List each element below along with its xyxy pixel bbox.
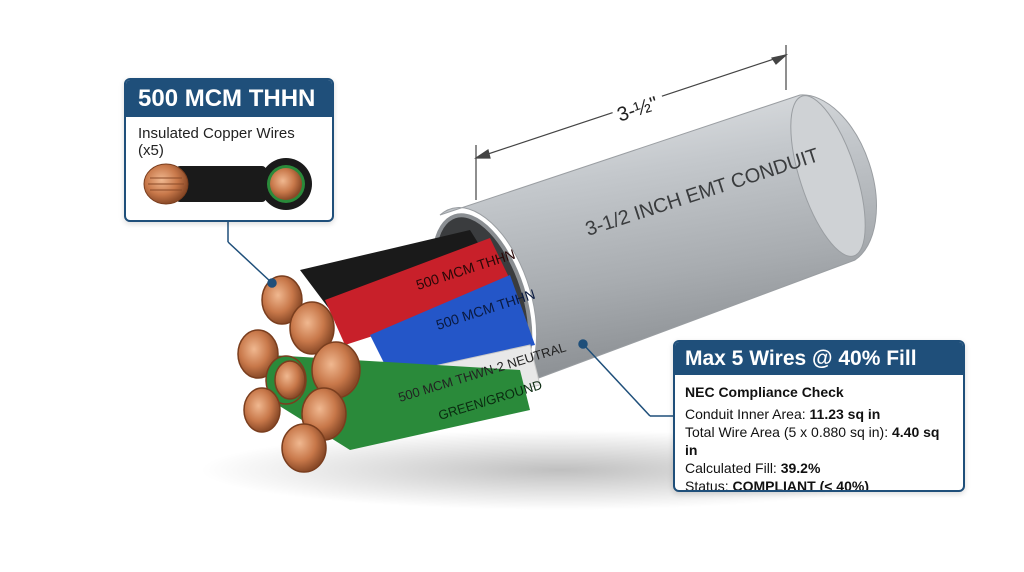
blue-wire (370, 275, 535, 375)
fill-callout: Max 5 Wires @ 40% Fill NEC Compliance Ch… (673, 340, 965, 492)
black-wire (300, 230, 490, 310)
leader-lines (227, 218, 673, 417)
inner-area-line: Conduit Inner Area: 11.23 sq in (685, 406, 881, 422)
wire-callout-title: 500 MCM THHN (126, 80, 332, 117)
fill-callout-title: Max 5 Wires @ 40% Fill (675, 342, 963, 375)
copper-strand-ends (237, 275, 361, 473)
status-line: Status: COMPLIANT (< 40%) (685, 478, 869, 492)
conduit-end-cap (790, 95, 866, 257)
check-title: NEC Compliance Check (685, 384, 844, 400)
wire-cross-section-icon (143, 158, 312, 210)
wire-area-line: Total Wire Area (5 x 0.880 sq in): 4.40 … (685, 424, 940, 458)
dimension-label: 3-½" (615, 93, 661, 127)
wire-callout: 500 MCM THHN Insulated Copper Wires (x5) (124, 78, 334, 222)
wire-callout-subtitle: Insulated Copper Wires (x5) (138, 125, 295, 159)
fill-line: Calculated Fill: 39.2% (685, 460, 821, 476)
red-wire (325, 238, 515, 345)
